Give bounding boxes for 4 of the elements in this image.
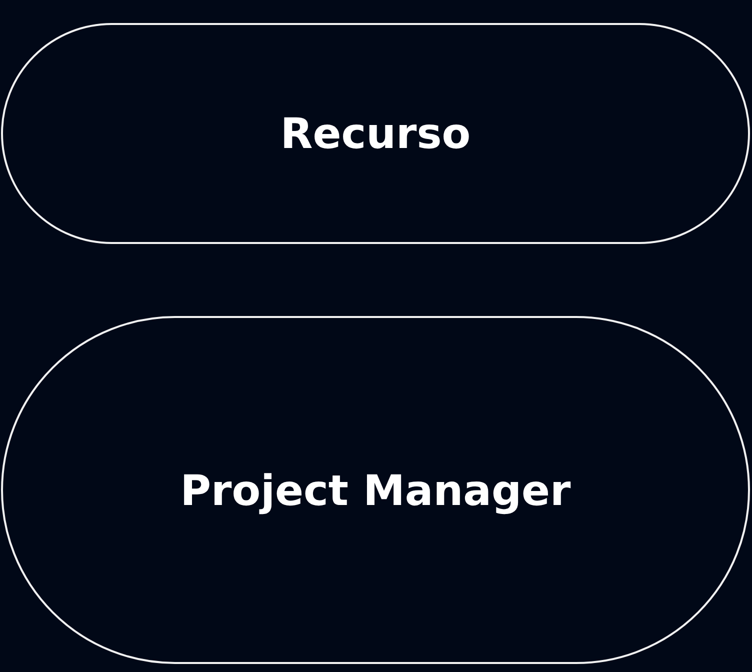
rounded-pill	[1, 23, 750, 244]
node-label: Project Manager	[180, 466, 571, 514]
node-label: Recurso	[280, 109, 471, 158]
rounded-pill	[1, 316, 750, 664]
